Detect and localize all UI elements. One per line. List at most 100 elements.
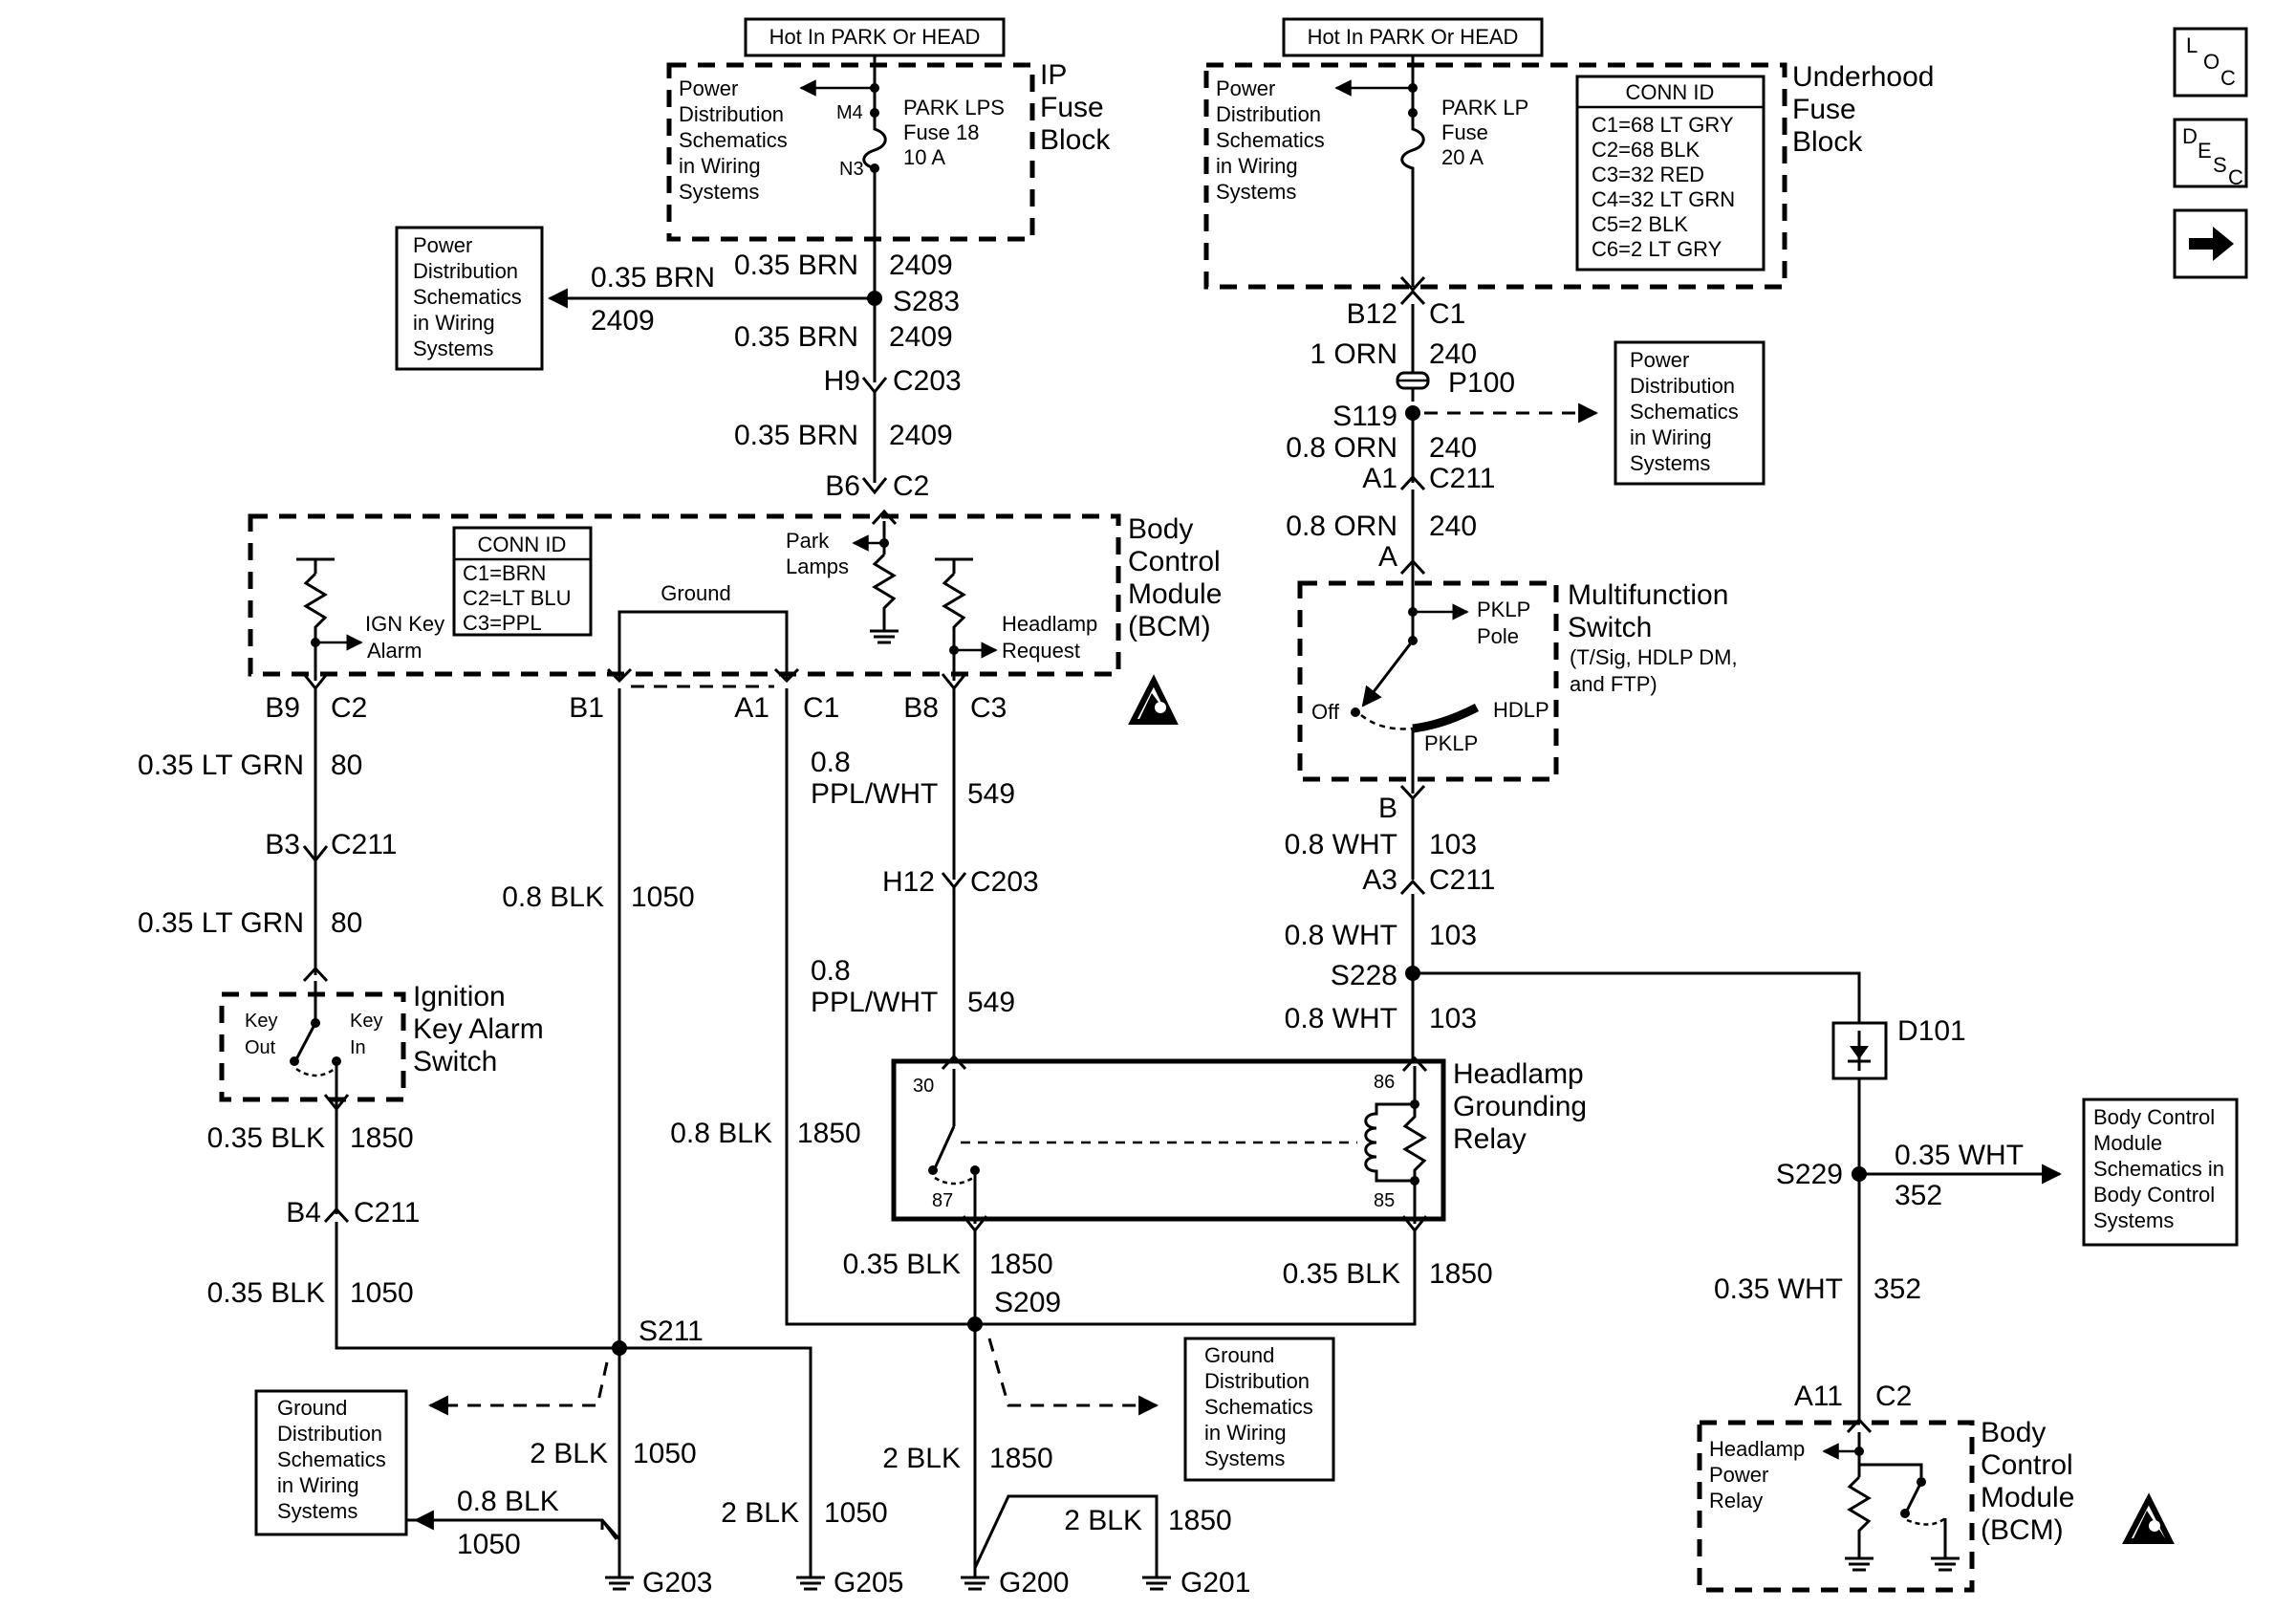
- svg-text:Multifunction: Multifunction: [1568, 579, 1728, 611]
- wire-label: 103: [1429, 829, 1477, 860]
- description-button[interactable]: D E S C: [2173, 118, 2248, 189]
- wire-label: 80: [331, 750, 362, 781]
- svg-text:Ground: Ground: [1204, 1343, 1274, 1367]
- wire-label: 1050: [631, 881, 695, 913]
- pin-label: B4: [286, 1197, 321, 1229]
- ip-pin-m4: M4: [836, 102, 863, 123]
- ground-label: G205: [834, 1567, 903, 1599]
- ground-icon: [1931, 1556, 1960, 1572]
- splice-label: S119: [1332, 401, 1397, 432]
- svg-text:Body Control: Body Control: [2093, 1183, 2215, 1207]
- connector-label: C2: [893, 470, 929, 502]
- svg-text:C5=2 BLK: C5=2 BLK: [1592, 212, 1688, 236]
- wire-label: 2 BLK: [721, 1497, 799, 1529]
- wire-label: 0.35 WHT: [1714, 1273, 1843, 1305]
- ground-icon: [870, 621, 899, 644]
- svg-text:in Wiring: in Wiring: [413, 311, 495, 335]
- wire-label: 1050: [824, 1497, 888, 1529]
- wire-label: 549: [967, 778, 1015, 810]
- wire-label: 352: [1895, 1180, 1942, 1211]
- resistor-icon: [303, 572, 328, 642]
- loc-letter-3: C: [2220, 66, 2236, 90]
- splice-label: S211: [639, 1316, 704, 1347]
- bcm-park-label: Park: [786, 529, 830, 553]
- mfs-pklp-pole-label: PKLP: [1477, 598, 1530, 621]
- switch-icon: [933, 1125, 956, 1169]
- diode-icon: [1831, 1021, 1888, 1080]
- location-button[interactable]: L O C: [2173, 27, 2248, 98]
- svg-text:C3=32 RED: C3=32 RED: [1592, 163, 1704, 186]
- pin-label: B3: [265, 829, 300, 860]
- splice-label: S209: [994, 1287, 1061, 1318]
- pin-label: B8: [903, 692, 939, 724]
- loc-letter-1: L: [2186, 33, 2198, 57]
- wire-label: 1 ORN: [1310, 338, 1397, 370]
- wire-label: 0.35 LT GRN: [138, 750, 304, 781]
- relay-coil-icon: [1364, 1092, 1427, 1190]
- wire-label: 2409: [889, 420, 953, 451]
- svg-text:C1=68 LT GRY: C1=68 LT GRY: [1592, 113, 1734, 137]
- wire-label: 1850: [989, 1443, 1053, 1474]
- wire-label: 2409: [591, 305, 655, 337]
- wire-label: 1850: [1168, 1505, 1232, 1536]
- splice-label: S228: [1331, 960, 1397, 991]
- svg-text:Schematics: Schematics: [679, 128, 788, 152]
- wire-label: 0.35 LT GRN: [138, 907, 304, 939]
- svg-text:Distribution: Distribution: [1204, 1369, 1310, 1393]
- bcm-conn-list: C1=BRN C2=LT BLU C3=PPL: [463, 561, 572, 635]
- splice-label: S283: [893, 286, 960, 317]
- svg-text:Module: Module: [1981, 1482, 2074, 1513]
- svg-text:Fuse: Fuse: [1792, 94, 1856, 125]
- wire-label: 1850: [989, 1249, 1053, 1280]
- connector-label: C3: [970, 692, 1007, 724]
- bcm-ground-label: Ground: [661, 581, 730, 605]
- wire-label: 0.8 WHT: [1285, 920, 1397, 951]
- wire-label: 0.35 BRN: [734, 321, 858, 353]
- bcm-ign-key-label: Alarm: [367, 639, 422, 663]
- svg-text:Block: Block: [1792, 126, 1863, 158]
- pin-label: B9: [265, 692, 300, 724]
- svg-text:Key Alarm: Key Alarm: [413, 1013, 544, 1045]
- bcm-ref-box: Body Control Module Schematics in Body C…: [2093, 1105, 2224, 1232]
- svg-text:Switch: Switch: [1568, 612, 1652, 643]
- switch-icon: [294, 1022, 317, 1060]
- multifunction-switch: [1297, 580, 1559, 782]
- relay-pin-label: 86: [1374, 1072, 1395, 1093]
- ground-label: G203: [642, 1567, 712, 1599]
- wire-label: 0.35 BRN: [734, 420, 858, 451]
- svg-text:and FTP): and FTP): [1570, 672, 1657, 696]
- svg-text:in Wiring: in Wiring: [1216, 154, 1298, 178]
- wire-label: 0.8: [811, 747, 851, 778]
- uh-hot-label: Hot In PARK Or HEAD: [1308, 25, 1519, 49]
- right-arrow-icon: [2189, 227, 2234, 261]
- connector-label: P100: [1448, 367, 1515, 399]
- svg-text:Body: Body: [1981, 1417, 2046, 1448]
- svg-text:Systems: Systems: [1216, 180, 1296, 204]
- connector-label: C1: [803, 692, 839, 724]
- ip-fuse-label: PARK LPS Fuse 18 10 A: [903, 96, 1005, 169]
- pin-label: A3: [1362, 864, 1397, 896]
- wire-label: 240: [1429, 338, 1477, 370]
- svg-text:Distribution: Distribution: [413, 259, 518, 283]
- svg-text:Power: Power: [1216, 76, 1275, 100]
- wire-label: 0.35 BLK: [843, 1249, 961, 1280]
- wire-label: 0.8 ORN: [1286, 511, 1397, 542]
- svg-text:Schematics: Schematics: [1204, 1395, 1313, 1419]
- uh-fuse-block-name: Underhood Fuse Block: [1792, 61, 1934, 158]
- wire-label: 2 BLK: [530, 1438, 608, 1469]
- wire-label: 1850: [797, 1118, 861, 1149]
- switch-icon: [1905, 1481, 1923, 1512]
- wire-label: 0.8 ORN: [1286, 432, 1397, 464]
- svg-text:Headlamp: Headlamp: [1453, 1058, 1584, 1090]
- wire-label: 0.8 BLK: [457, 1486, 559, 1517]
- esd-warning-icon: [2122, 1492, 2175, 1544]
- next-button[interactable]: [2173, 208, 2248, 279]
- ip-pin-n3: N3: [839, 159, 864, 180]
- svg-text:IP: IP: [1040, 59, 1067, 91]
- desc-letter-4: C: [2228, 165, 2243, 189]
- fuse-icon: [862, 65, 887, 277]
- svg-text:C3=PPL: C3=PPL: [463, 611, 542, 635]
- svg-text:C4=32 LT GRN: C4=32 LT GRN: [1592, 187, 1735, 211]
- svg-text:(T/Sig, HDLP DM,: (T/Sig, HDLP DM,: [1570, 645, 1738, 669]
